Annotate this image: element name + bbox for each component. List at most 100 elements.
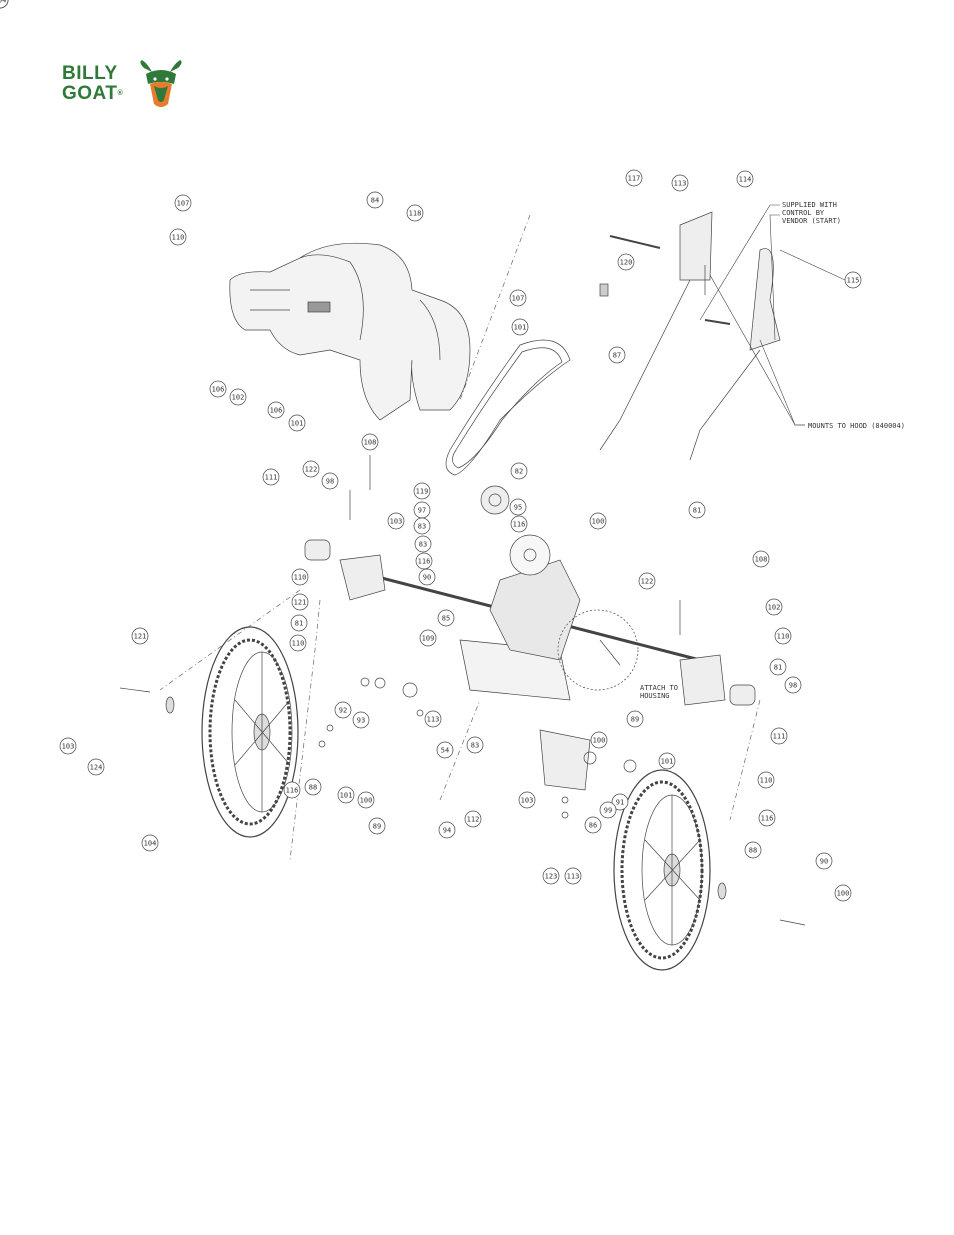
callout-circle (542, 867, 560, 885)
callout-81: 81 (769, 658, 787, 676)
callout-circle (736, 170, 754, 188)
callout-circle (590, 731, 608, 749)
goat-head-icon (140, 60, 182, 107)
callout-number: 95 (514, 504, 522, 512)
callout-circle (638, 572, 656, 590)
callout-116: 116 (510, 515, 528, 533)
callout-99: 99 (599, 801, 617, 819)
callout-97: 97 (413, 501, 431, 519)
callout-number: 108 (755, 556, 768, 564)
hardware (119, 265, 806, 926)
callout-circle (509, 498, 527, 516)
callout-circle (361, 433, 379, 451)
callout-83: 83 (413, 517, 431, 535)
callout-110: 110 (757, 771, 775, 789)
callout-circle (288, 414, 306, 432)
callout-number: 107 (512, 295, 525, 303)
callout-number: 121 (134, 633, 147, 641)
note-supplied-3: VENDOR (START) (782, 217, 841, 225)
callout-circle (815, 852, 833, 870)
callout-number: 100 (593, 737, 606, 745)
callout-number: 121 (294, 599, 307, 607)
callout-108: 108 (361, 433, 379, 451)
callout-circle (510, 515, 528, 533)
callout-circle (334, 701, 352, 719)
throttle-control (599, 211, 781, 461)
callout-number: 104 (144, 840, 157, 848)
note-supplied-2: CONTROL BY (782, 209, 825, 217)
callout-number: 101 (340, 792, 353, 800)
callout-circle (415, 552, 433, 570)
callout-circle (304, 778, 322, 796)
callout-circle (357, 791, 375, 809)
callout-circle (834, 884, 852, 902)
callout-98: 98 (784, 676, 802, 694)
callout-98: 98 (321, 472, 339, 490)
callout-number: 54 (441, 747, 449, 755)
callout-circle (626, 710, 644, 728)
callout-116: 116 (415, 552, 433, 570)
note-supplied-1: SUPPLIED WITH (782, 201, 837, 209)
callout-circle (510, 462, 528, 480)
callout-121: 121 (131, 627, 149, 645)
callout-circle (784, 676, 802, 694)
callout-circle (387, 512, 405, 530)
callout-circle (169, 228, 187, 246)
callout-circle (289, 634, 307, 652)
callout-circle (290, 614, 308, 632)
callout-circle (774, 627, 792, 645)
callout-103: 103 (387, 512, 405, 530)
callout-circle (131, 627, 149, 645)
callout-circle (744, 841, 762, 859)
callout-number: 104 (0, 0, 6, 5)
callout-circle (406, 204, 424, 222)
callout-circle (611, 793, 629, 811)
callout-110: 110 (289, 634, 307, 652)
callout-circle (438, 821, 456, 839)
callout-number: 117 (628, 175, 641, 183)
callout-circle (752, 550, 770, 568)
logo-line2: GOAT® (62, 84, 123, 104)
callout-number: 106 (212, 386, 225, 394)
callout-circle (0, 0, 9, 9)
callout-95: 95 (509, 498, 527, 516)
callout-100: 100 (589, 512, 607, 530)
callout-circle (418, 568, 436, 586)
callout-number: 116 (761, 815, 774, 823)
callout-number: 89 (631, 716, 639, 724)
callout-circle (765, 598, 783, 616)
callout-90: 90 (815, 852, 833, 870)
callout-number: 110 (777, 633, 790, 641)
callout-number: 103 (521, 797, 534, 805)
callout-circle (758, 809, 776, 827)
callout-number: 113 (674, 180, 687, 188)
callout-circle (466, 736, 484, 754)
callout-circle (769, 658, 787, 676)
callout-number: 108 (364, 439, 377, 447)
callout-circle (59, 737, 77, 755)
callout-number: 102 (768, 604, 781, 612)
callout-number: 86 (589, 822, 597, 830)
callout-89: 89 (368, 817, 386, 835)
callout-number: 116 (513, 521, 526, 529)
callout-88: 88 (744, 841, 762, 859)
callout-111: 111 (770, 727, 788, 745)
callout-82: 82 (510, 462, 528, 480)
callout-number: 101 (291, 420, 304, 428)
callout-number: 106 (270, 407, 283, 415)
callout-101: 101 (337, 786, 355, 804)
callout-92: 92 (334, 701, 352, 719)
callout-121: 121 (291, 593, 309, 611)
callout-83: 83 (414, 535, 432, 553)
callout-number: 107 (177, 200, 190, 208)
callout-number: 112 (467, 816, 480, 824)
note-leaders (699, 204, 846, 426)
callout-circle (757, 771, 775, 789)
callout-101: 101 (511, 318, 529, 336)
callout-circle (414, 535, 432, 553)
callout-number: 100 (837, 890, 850, 898)
callout-circle (688, 501, 706, 519)
callout-116: 116 (283, 781, 301, 799)
callout-number: 93 (357, 717, 365, 725)
